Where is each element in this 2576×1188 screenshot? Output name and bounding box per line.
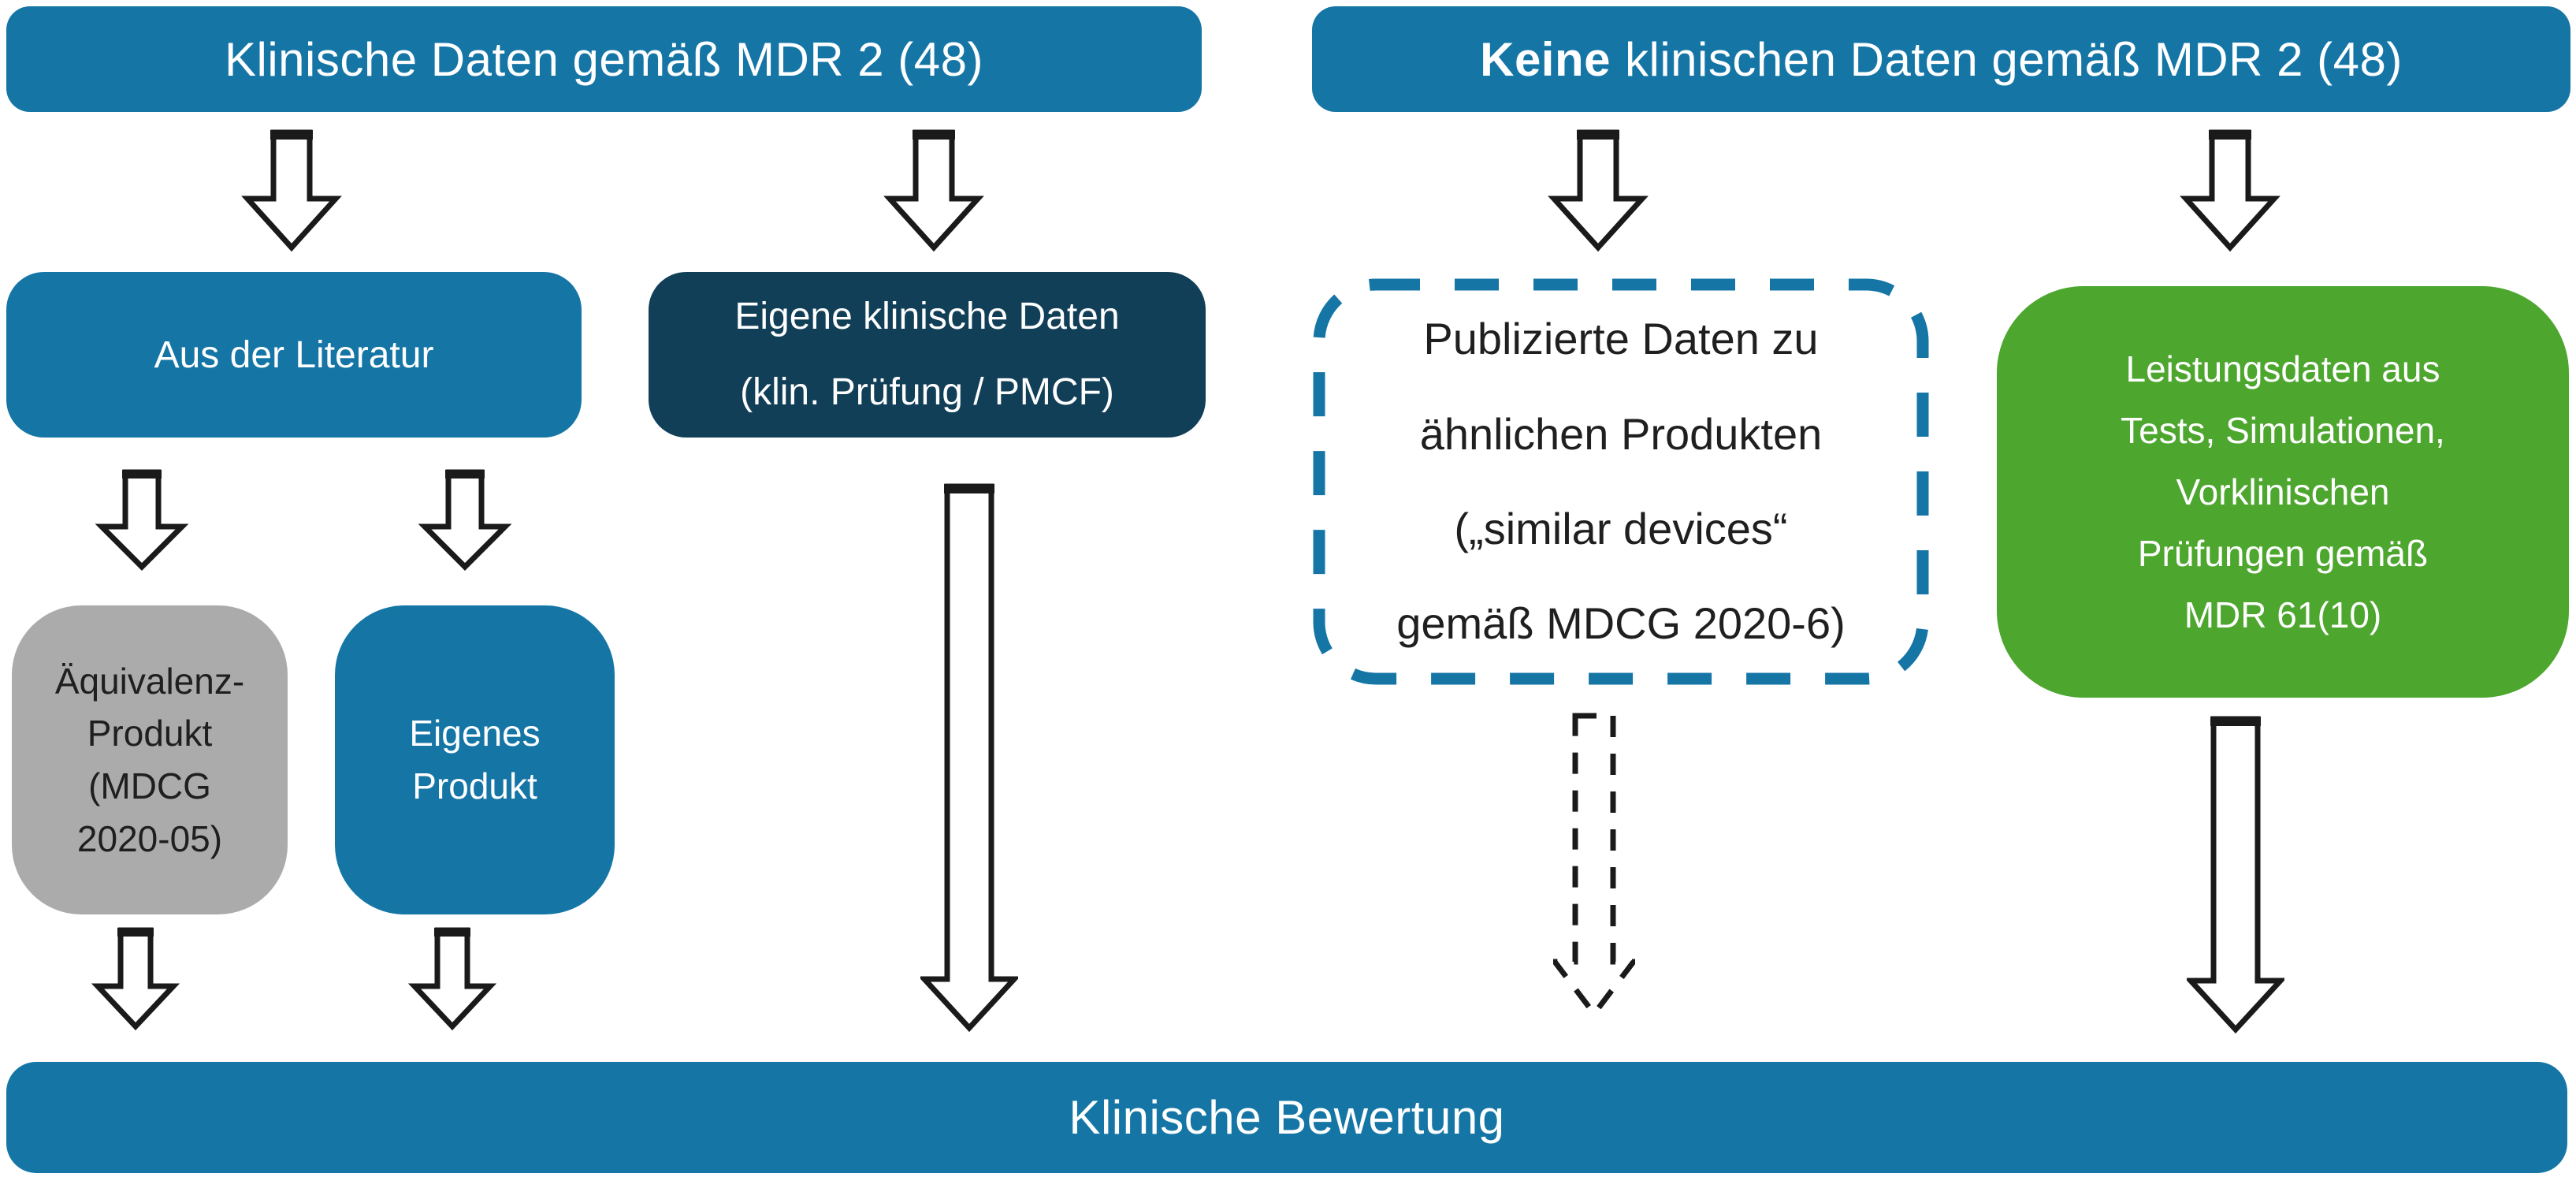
box-text-line: gemäß MDCG 2020-6) xyxy=(1396,598,1846,649)
performance-to-evaluation-arrow-icon xyxy=(2187,716,2284,1034)
box-own-clinical-data: Eigene klinische Daten (klin. Prüfung / … xyxy=(649,272,1206,438)
header-no-clinical-data-rest: klinischen Daten gemäß MDR 2 (48) xyxy=(1625,32,2403,86)
right-header-to-performance-arrow-icon xyxy=(2180,129,2280,252)
box-performance-data: Leistungsdaten aus Tests, Simulationen, … xyxy=(1997,286,2569,698)
literature-to-equivalence-arrow-icon xyxy=(95,469,189,571)
dashed-border-icon xyxy=(1313,278,1929,685)
own-product-to-evaluation-arrow-icon xyxy=(407,927,497,1030)
box-text-line: Leistungsdaten aus xyxy=(2125,348,2440,389)
box-text-line: Publizierte Daten zu xyxy=(1423,314,1819,364)
box-text-line: MDR 61(10) xyxy=(2184,594,2382,636)
box-text-line: Eigene klinische Daten xyxy=(734,296,1120,337)
left-header-to-literature-arrow-icon xyxy=(241,129,342,252)
box-text-line: (klin. Prüfung / PMCF) xyxy=(740,371,1114,413)
box-text-line: Äquivalenz- xyxy=(54,660,245,702)
box-equivalence-product: Äquivalenz- Produkt (MDCG 2020-05) xyxy=(12,605,288,914)
box-published-similar-devices: Publizierte Daten zu ähnlichen Produkten… xyxy=(1313,278,1929,685)
footer-clinical-evaluation-label: Klinische Bewertung xyxy=(1069,1091,1505,1144)
equivalence-to-evaluation-arrow-icon xyxy=(91,927,180,1030)
box-text-line: Eigenes xyxy=(409,713,541,754)
box-text-line: Produkt xyxy=(87,713,213,754)
right-header-to-published-arrow-icon xyxy=(1548,129,1649,252)
box-text-line: (MDCG xyxy=(88,765,211,806)
box-own-product: Eigenes Produkt xyxy=(335,605,615,914)
left-header-to-own-clinical-arrow-icon xyxy=(883,129,984,252)
header-clinical-data: Klinische Daten gemäß MDR 2 (48) xyxy=(6,6,1202,112)
box-literature-label: Aus der Literatur xyxy=(154,333,434,376)
box-text-line: Prüfungen gemäß xyxy=(2137,533,2429,575)
header-no-clinical-data: Keine klinischen Daten gemäß MDR 2 (48) xyxy=(1312,6,2570,112)
own-clinical-to-evaluation-arrow-icon xyxy=(920,483,1018,1033)
box-text-line: ähnlichen Produkten xyxy=(1419,408,1823,459)
header-no-clinical-data-bold: Keine xyxy=(1480,32,1611,86)
literature-to-own-product-arrow-icon xyxy=(418,469,512,571)
published-to-evaluation-dashed-arrow-icon xyxy=(1553,713,1635,1019)
box-text-line: Tests, Simulationen, xyxy=(2121,409,2445,451)
box-text-line: („similar devices“ xyxy=(1454,504,1788,553)
box-text-line: 2020-05) xyxy=(76,817,223,859)
box-text-line: Produkt xyxy=(412,765,537,806)
box-literature: Aus der Literatur xyxy=(6,272,582,438)
header-clinical-data-label: Klinische Daten gemäß MDR 2 (48) xyxy=(224,32,984,86)
box-text-line: Vorklinischen xyxy=(2176,471,2390,512)
footer-clinical-evaluation: Klinische Bewertung xyxy=(6,1062,2567,1173)
